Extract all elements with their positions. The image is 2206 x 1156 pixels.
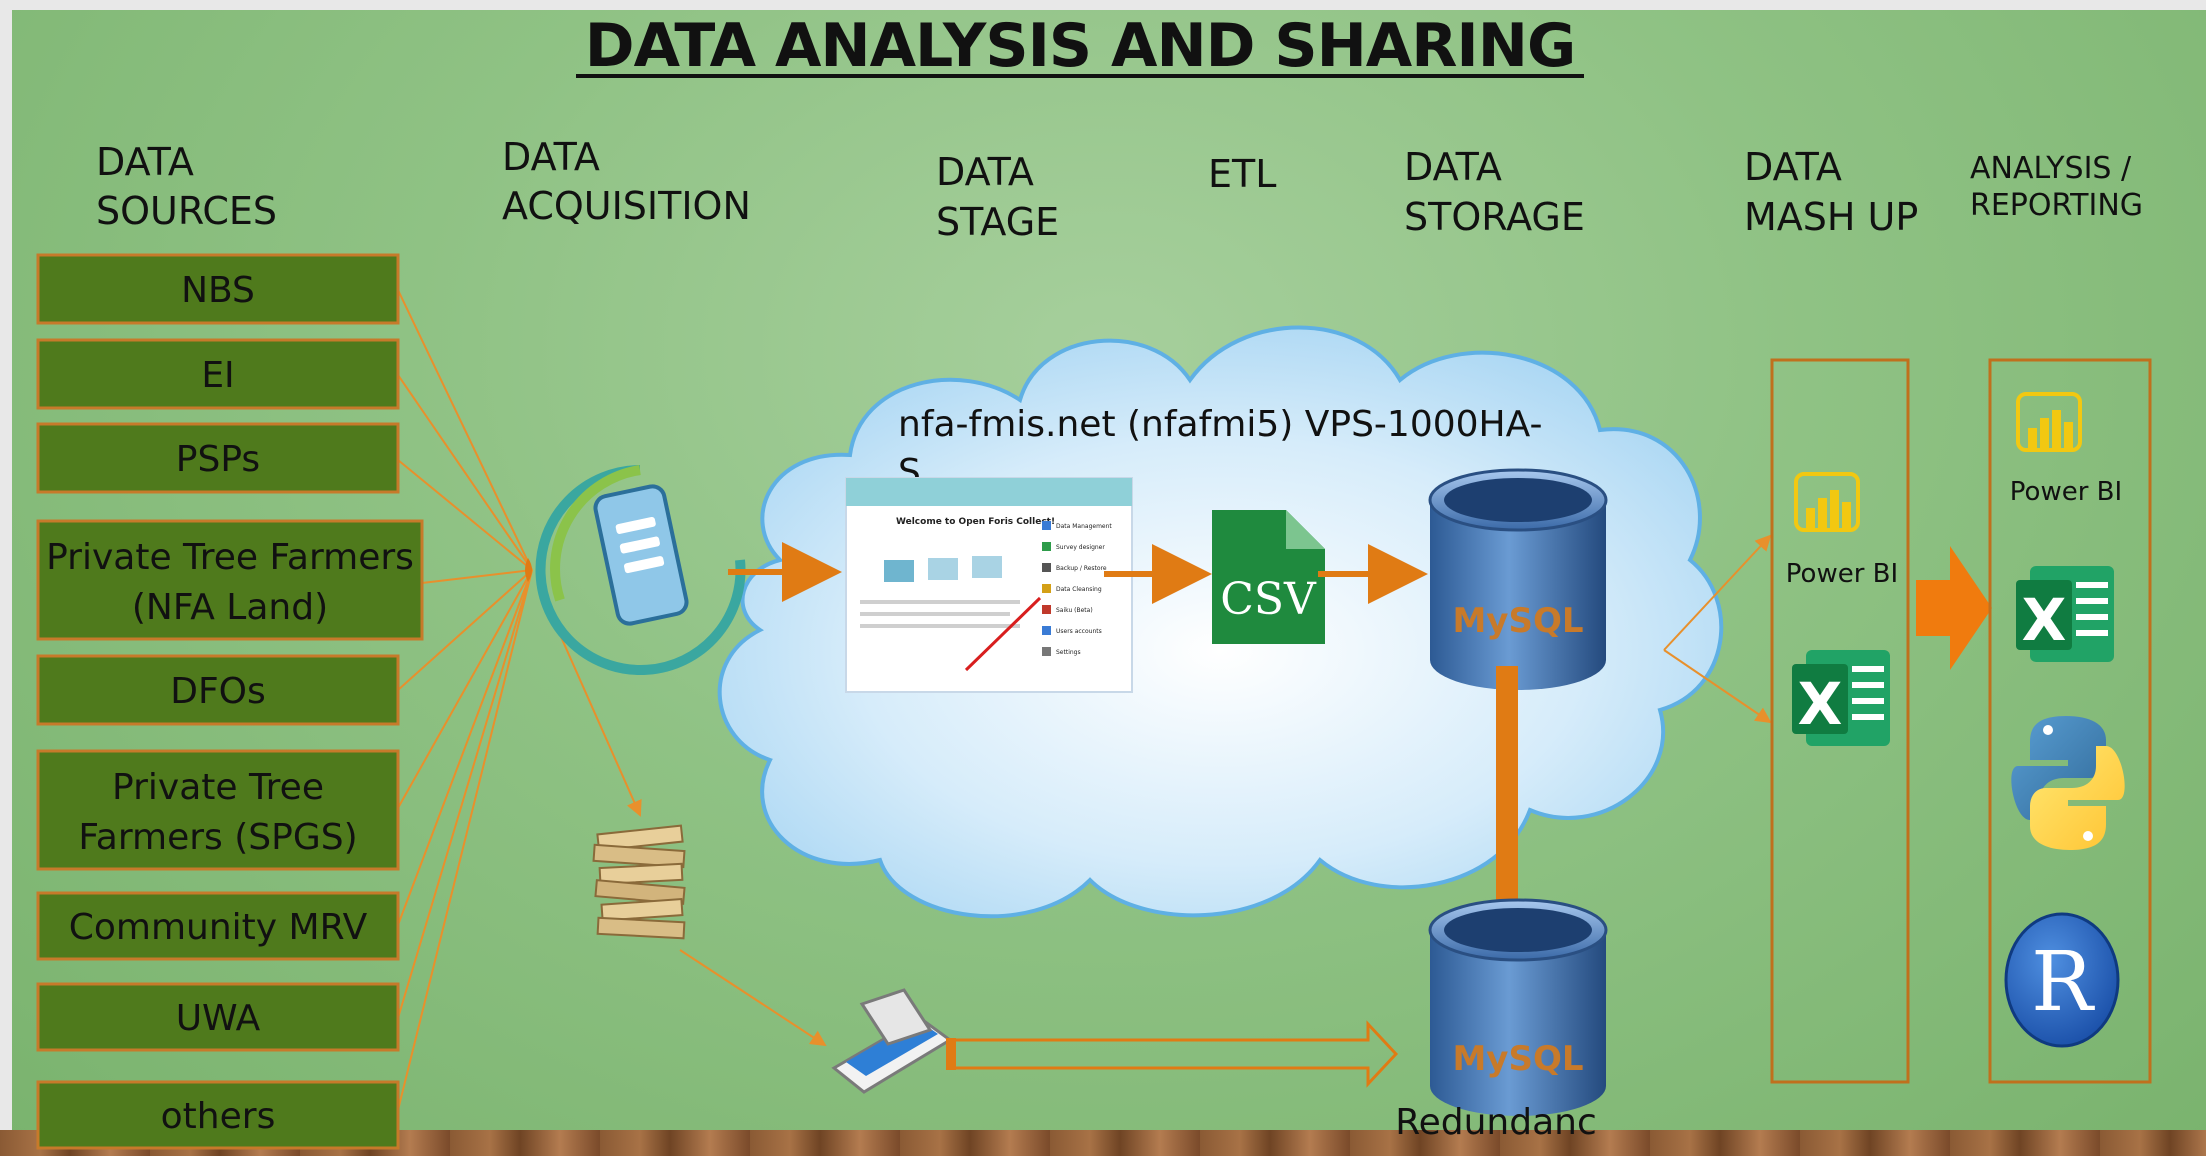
column-header-etl: ETL xyxy=(1208,152,1276,196)
screenshot-menu-item: Saiku (Beta) xyxy=(1056,607,1093,614)
column-header-data-storage: DATA STORAGE xyxy=(1404,145,1585,239)
column-header-data-stage: DATA STAGE xyxy=(936,150,1059,244)
screenshot-menu-item: Backup / Restore xyxy=(1056,565,1107,572)
screenshot-menu-item: Data Cleansing xyxy=(1056,586,1102,593)
mysql-database-icon: MySQL xyxy=(1428,468,1608,690)
svg-text:MASH UP: MASH UP xyxy=(1744,195,1918,239)
arrow-scanner-to-redundancy xyxy=(952,1020,1399,1088)
svg-text:X: X xyxy=(2022,586,2067,654)
source-label-line2: Farmers (SPGS) xyxy=(78,817,357,858)
redundancy-label: Redundanc xyxy=(1395,1102,1597,1143)
mashup-panel: Power BI X xyxy=(1770,358,1910,1084)
svg-text:DATA: DATA xyxy=(1404,145,1502,189)
source-label: Community MRV xyxy=(69,907,368,948)
csv-label: CSV xyxy=(1220,574,1317,625)
slide-title: DATA ANALYSIS AND SHARING xyxy=(576,11,1584,81)
screenshot-menu-item: Users accounts xyxy=(1056,628,1102,635)
reporting-powerbi-label: Power BI xyxy=(2010,477,2122,507)
column-header-data-sources: DATA SOURCES xyxy=(96,140,277,233)
collect-screenshot: Welcome to Open Foris Collect! Data Mana… xyxy=(845,477,1133,693)
source-label: UWA xyxy=(176,998,261,1039)
source-label: Private Tree Farmers xyxy=(46,537,414,578)
svg-text:ANALYSIS /: ANALYSIS / xyxy=(1970,151,2132,186)
excel-icon: X xyxy=(2016,566,2114,662)
column-headers: DATA SOURCES DATA ACQUISITION DATA STAGE… xyxy=(96,135,2143,244)
source-label-line2: (NFA Land) xyxy=(132,587,328,628)
power-bi-icon xyxy=(2016,392,2082,452)
mysql-redundancy-database-icon: MySQL Redundanc xyxy=(1395,898,1608,1143)
source-label: DFOs xyxy=(170,671,266,712)
source-box: Community MRV xyxy=(36,891,400,961)
reporting-panel: Power BI X R xyxy=(1988,358,2152,1084)
arrows-storage-to-mashup xyxy=(1663,534,1772,724)
svg-text:REPORTING: REPORTING xyxy=(1970,188,2143,223)
screenshot-menu-icon xyxy=(1042,521,1051,530)
column-header-analysis-reporting: ANALYSIS / REPORTING xyxy=(1970,151,2143,223)
title-text: DATA ANALYSIS AND SHARING xyxy=(585,11,1575,81)
python-icon xyxy=(2011,716,2125,850)
screenshot-menu-icon xyxy=(1042,626,1051,635)
source-box: PSPs xyxy=(36,422,400,494)
source-connector-lines xyxy=(397,289,827,1111)
source-box: others xyxy=(36,1080,400,1150)
screenshot-menu-item: Data Management xyxy=(1056,523,1112,530)
r-icon: R xyxy=(2004,912,2120,1048)
acquisition-hub xyxy=(525,558,532,582)
source-label: NBS xyxy=(181,270,255,311)
paper-stack-icon xyxy=(592,824,686,940)
screenshot-menu-item: Settings xyxy=(1056,649,1081,656)
cloud-host-label: nfa-fmis.net (nfafmi5) VPS-1000HA- xyxy=(898,404,1542,445)
mashup-powerbi-label: Power BI xyxy=(1786,559,1898,589)
screenshot-menu-icon xyxy=(1042,542,1051,551)
mysql-redundancy-label: MySQL xyxy=(1452,1039,1583,1079)
source-box: UWA xyxy=(36,982,400,1052)
svg-text:ACQUISITION: ACQUISITION xyxy=(502,184,751,228)
csv-file-icon: CSV xyxy=(1212,510,1325,644)
mobile-phone-icon xyxy=(535,465,746,675)
flow-arrows xyxy=(728,542,1428,604)
scanner-icon xyxy=(831,988,953,1094)
r-label: R xyxy=(2031,935,2095,1030)
svg-text:SOURCES: SOURCES xyxy=(96,189,277,233)
svg-text:ETL: ETL xyxy=(1208,152,1276,196)
svg-text:DATA: DATA xyxy=(96,140,194,184)
screenshot-menu-icon xyxy=(1042,647,1051,656)
source-box: EI xyxy=(36,338,400,410)
screenshot-title: Welcome to Open Foris Collect! xyxy=(896,517,1055,527)
column-header-data-acquisition: DATA ACQUISITION xyxy=(502,135,751,228)
svg-text:DATA: DATA xyxy=(502,135,600,179)
source-box: DFOs xyxy=(36,654,400,726)
svg-text:STORAGE: STORAGE xyxy=(1404,195,1585,239)
svg-text:DATA: DATA xyxy=(1744,145,1842,189)
mysql-label: MySQL xyxy=(1452,601,1583,641)
arrow-mashup-to-reporting xyxy=(1916,546,1992,670)
screenshot-menu-icon xyxy=(1042,563,1051,572)
source-label: others xyxy=(161,1096,276,1137)
svg-text:STAGE: STAGE xyxy=(936,200,1059,244)
screenshot-menu-icon xyxy=(1042,584,1051,593)
excel-icon: X xyxy=(1792,650,1890,746)
screenshot-menu-item: Survey designer xyxy=(1056,544,1105,551)
column-header-data-mash-up: DATA MASH UP xyxy=(1744,145,1918,239)
screenshot-menu-icon xyxy=(1042,605,1051,614)
source-label: Private Tree xyxy=(112,767,324,808)
source-box: Private Tree Farmers (NFA Land) xyxy=(36,519,424,641)
source-label: EI xyxy=(201,355,234,396)
source-box: NBS xyxy=(36,253,400,325)
svg-text:DATA: DATA xyxy=(936,150,1034,194)
source-label: PSPs xyxy=(176,439,260,480)
power-bi-icon xyxy=(1794,472,1860,532)
svg-text:X: X xyxy=(1798,670,1843,738)
